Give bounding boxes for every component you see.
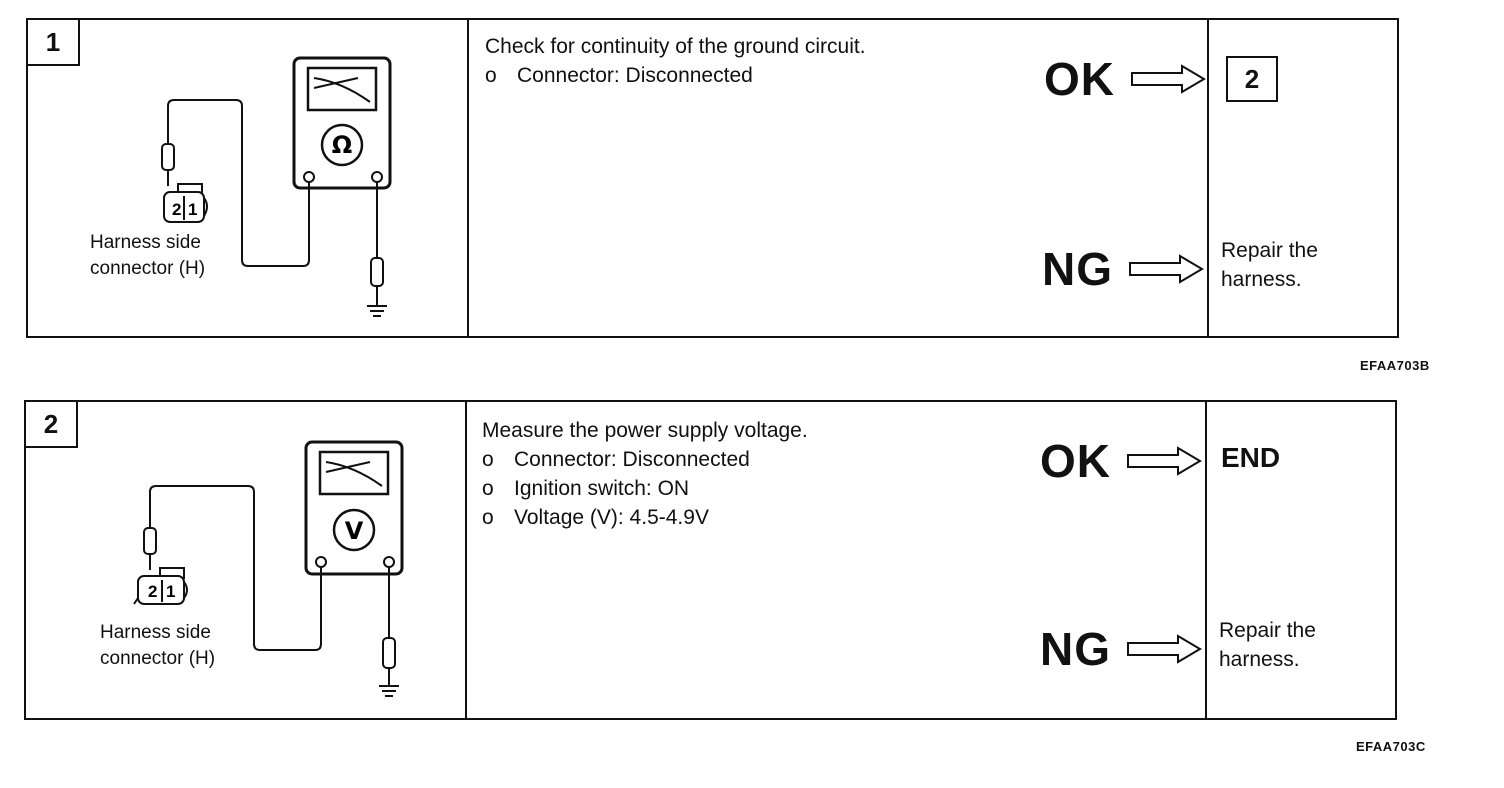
test-lead-wire <box>149 485 322 651</box>
bullet: o <box>482 477 494 500</box>
ng-arrow-icon <box>1127 634 1202 664</box>
probe-icon <box>143 527 157 570</box>
multimeter-icon <box>292 56 392 190</box>
figure-code: EFAA703B <box>1360 358 1430 373</box>
bullet: o <box>482 448 494 471</box>
ok-result-step-box[interactable]: 2 <box>1226 56 1278 102</box>
connector-icon <box>163 183 208 223</box>
step-1-figure-cell: 1 Ω <box>28 20 469 336</box>
step-2-panel: 2 V 2 <box>24 400 1397 720</box>
bullet: o <box>482 506 494 529</box>
test-lead-wire <box>167 99 310 267</box>
ok-arrow-icon <box>1131 64 1206 94</box>
ground-probe-icon <box>370 257 384 306</box>
column-divider <box>467 20 469 336</box>
instruction-block: Check for continuity of the ground circu… <box>485 32 866 90</box>
harness-label: Harness side connector (H) <box>90 232 206 279</box>
instruction-title: Measure the power supply voltage. <box>482 419 808 442</box>
connector-pin-1: 1 <box>166 582 175 601</box>
ng-label: NG <box>1042 243 1113 295</box>
step-2-figure-cell: 2 V 2 <box>26 402 467 718</box>
ground-icon <box>379 685 399 697</box>
ground-probe-icon <box>382 637 396 686</box>
meter-symbol: V <box>345 517 364 545</box>
probe-icon <box>161 143 175 186</box>
multimeter-diagram: V 2 1 <box>133 440 404 697</box>
step-number: 2 <box>26 402 78 448</box>
ok-label: OK <box>1044 53 1115 105</box>
ok-result-end: END <box>1221 442 1281 473</box>
ng-result: Repair the harness. <box>1221 239 1318 291</box>
column-divider <box>1205 402 1207 718</box>
column-divider <box>465 402 467 718</box>
connector-pin-2: 2 <box>172 200 181 219</box>
multimeter-icon <box>304 440 404 576</box>
connector-icon <box>133 567 188 605</box>
ok-label: OK <box>1040 435 1111 487</box>
harness-label: Harness side connector (H) <box>100 622 216 669</box>
step-number: 1 <box>28 20 80 66</box>
instruction-title: Check for continuity of the ground circu… <box>485 35 866 58</box>
ok-arrow-icon <box>1127 446 1202 476</box>
column-divider <box>1207 20 1209 336</box>
ground-icon <box>367 305 387 317</box>
figure-code: EFAA703C <box>1356 739 1426 754</box>
ng-arrow-icon <box>1129 254 1204 284</box>
multimeter-diagram: Ω 2 1 <box>161 56 392 317</box>
connector-pin-2: 2 <box>148 582 157 601</box>
bullet: o <box>485 64 497 87</box>
ng-label: NG <box>1040 623 1111 675</box>
connector-pin-1: 1 <box>188 200 197 219</box>
ng-result: Repair the harness. <box>1219 619 1316 671</box>
step-1-panel: 1 Ω <box>26 18 1399 338</box>
meter-symbol: Ω <box>332 131 352 159</box>
